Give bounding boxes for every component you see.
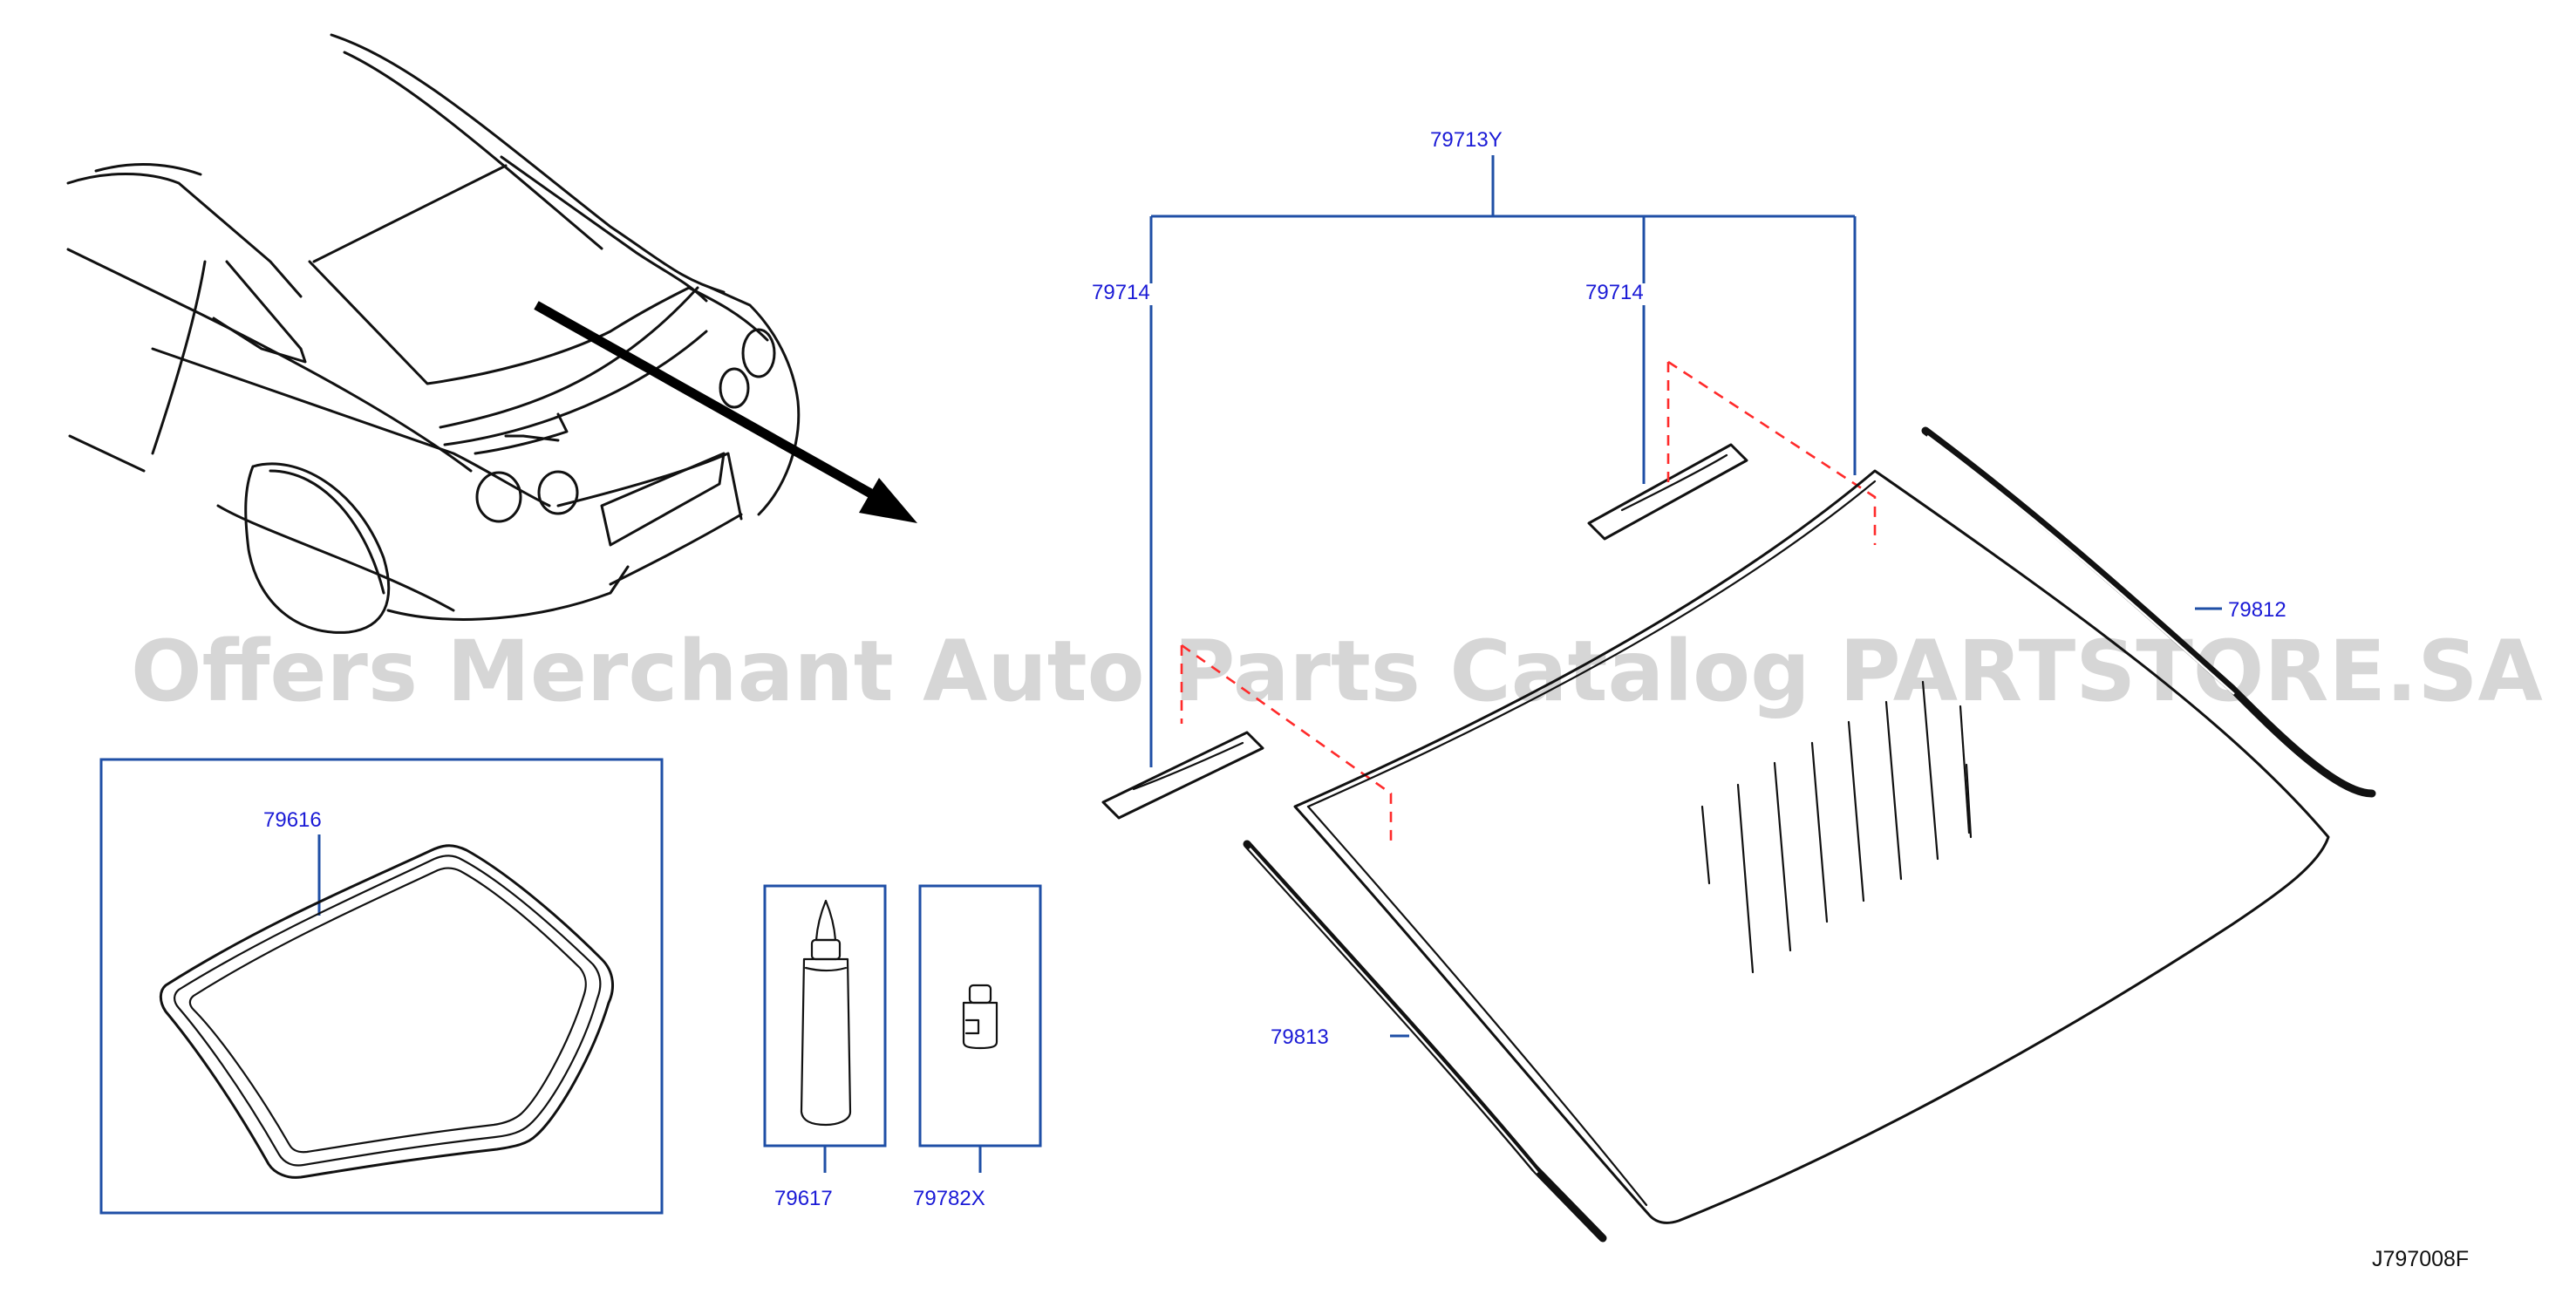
part-label-adhesive: 79617 [774, 1187, 833, 1210]
part-label-seal: 79616 [263, 808, 322, 832]
seal-frame-icon [159, 844, 614, 1179]
car-rear-icon [66, 33, 801, 634]
part-label-spacer-right: 79714 [1585, 281, 1644, 304]
spacer-position-left [1180, 644, 1393, 841]
spacer-left [1101, 731, 1264, 820]
spacer-position-right [1666, 360, 1877, 545]
part-label-spacer-left: 79714 [1092, 281, 1150, 304]
part-label-molding-top: 79812 [2228, 598, 2286, 622]
rear-glass-icon [1293, 469, 2330, 1224]
direction-arrow-icon [534, 301, 917, 523]
primer-box [918, 884, 1042, 1148]
part-label-primer: 79782X [913, 1187, 985, 1210]
seal-box [99, 758, 664, 1215]
spacer-right [1587, 443, 1748, 541]
adhesive-box [763, 884, 887, 1148]
primer-vial-icon [962, 984, 998, 1050]
drawing-code: J797008F [2372, 1247, 2469, 1271]
molding-bottom [1243, 840, 1607, 1243]
part-label-molding-bottom: 79813 [1271, 1025, 1329, 1049]
molding-top [1921, 426, 2376, 798]
adhesive-bottle-icon [800, 899, 852, 1127]
part-label-spacer-group: 79713Y [1430, 128, 1503, 152]
watermark: Offers Merchant Auto Parts Catalog PARTS… [131, 623, 2543, 720]
